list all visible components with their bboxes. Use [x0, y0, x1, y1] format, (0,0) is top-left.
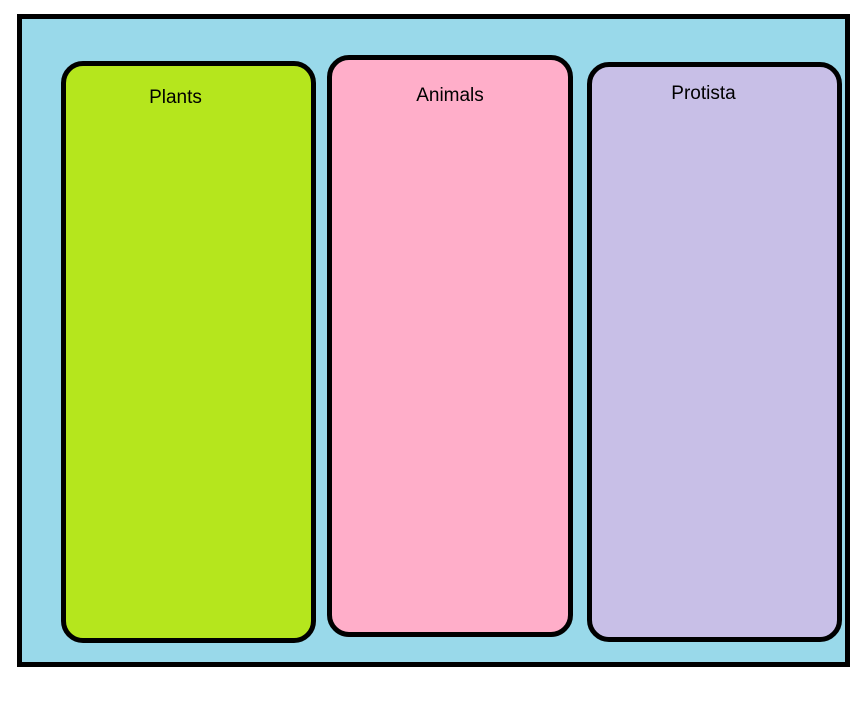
category-label-protista: Protista: [671, 83, 736, 104]
category-label-plants: Plants: [149, 87, 202, 108]
category-box-animals: Animals: [327, 55, 573, 637]
category-box-plants: Plants: [61, 61, 316, 643]
worksheet-frame: Plants Animals Protista: [17, 14, 850, 667]
category-box-protista: Protista: [587, 62, 842, 642]
category-label-animals: Animals: [416, 85, 484, 106]
